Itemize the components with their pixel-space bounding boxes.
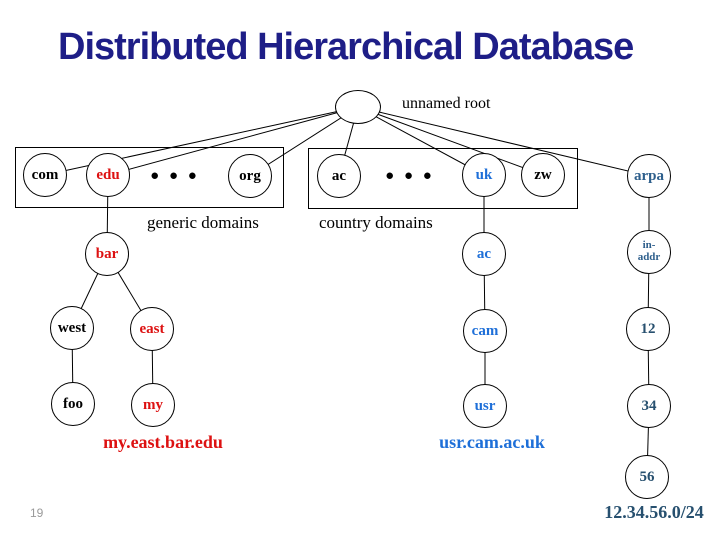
node-ac-uk: ac [462, 232, 506, 276]
node-west: west [50, 306, 94, 350]
node-cam: cam [463, 309, 507, 353]
node-foo: foo [51, 382, 95, 426]
country-domains-box [308, 148, 578, 209]
node-ac-country: ac [317, 154, 361, 198]
node-34: 34 [627, 384, 671, 428]
edge-root-uk [357, 106, 485, 176]
node-org: org [228, 154, 272, 198]
generic-domains-label: generic domains [147, 213, 259, 232]
arpa-prefix-label: 12.34.56.0/24 [604, 502, 704, 522]
node-arpa: arpa [627, 154, 671, 198]
node-bar: bar [85, 232, 129, 276]
node-12: 12 [626, 307, 670, 351]
node-edu: edu [86, 153, 130, 197]
root-node-oval [335, 90, 381, 124]
country-example-fqdn: usr.cam.ac.uk [439, 432, 545, 452]
node-com: com [23, 153, 67, 197]
ellipsis-dots-country: ● ● ● [385, 168, 435, 184]
node-usr: usr [463, 384, 507, 428]
page-number: 19 [30, 506, 44, 520]
edge-root-edu [107, 106, 359, 176]
root-node-label: unnamed root [402, 95, 491, 112]
ellipsis-dots-generic: ● ● ● [150, 168, 200, 184]
node-my: my [131, 383, 175, 427]
node-56: 56 [625, 455, 669, 499]
node-uk: uk [462, 153, 506, 197]
node-in-addr: in- addr [627, 230, 671, 274]
edge-root-zw [357, 106, 544, 176]
slide-title: Distributed Hierarchical Database [58, 26, 634, 68]
country-domains-label: country domains [319, 213, 433, 232]
generic-domains-box [15, 147, 284, 208]
generic-example-fqdn: my.east.bar.edu [103, 432, 223, 452]
node-zw: zw [521, 153, 565, 197]
node-east: east [130, 307, 174, 351]
edge-root-arpa [357, 106, 650, 177]
